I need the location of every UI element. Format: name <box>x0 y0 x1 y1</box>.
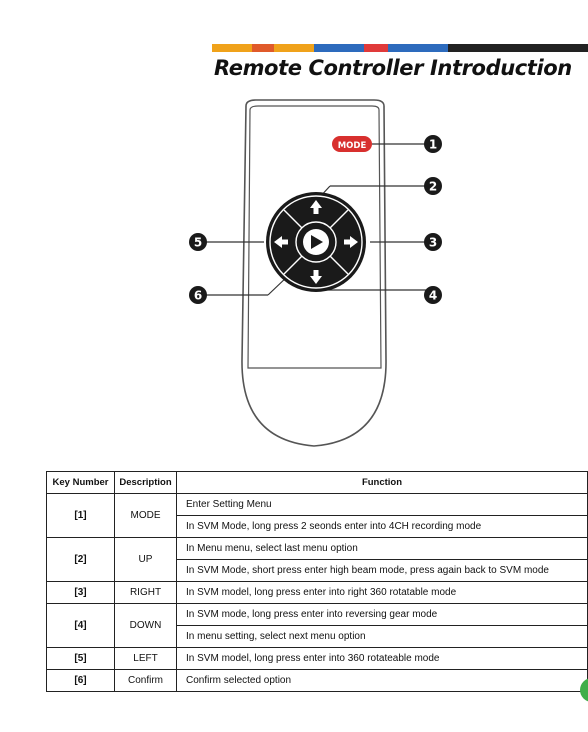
color-bar-segment <box>448 44 588 52</box>
header-description: Description <box>114 471 177 494</box>
key-cell: [6] <box>46 669 115 692</box>
callout-4: 4 <box>424 286 442 304</box>
header-key-number: Key Number <box>46 471 115 494</box>
callout-6-number: 6 <box>194 289 202 303</box>
callout-1-number: 1 <box>429 138 437 152</box>
color-bar-segment <box>388 44 448 52</box>
confirm-play-button[interactable] <box>303 229 329 255</box>
down-arrow-icon[interactable] <box>310 270 322 284</box>
color-bar-segment <box>314 44 364 52</box>
function-cell: Confirm selected option <box>176 669 588 692</box>
callout-2-number: 2 <box>429 180 437 194</box>
mode-button[interactable]: MODE <box>332 136 372 152</box>
table-header-row: Key Number Description Function <box>46 471 588 494</box>
function-cell: In menu setting, select next menu option <box>176 625 588 648</box>
right-arrow-icon[interactable] <box>344 236 358 248</box>
key-cell: [1] <box>46 493 115 538</box>
callout-3: 3 <box>424 233 442 251</box>
table-row: [6] Confirm Confirm selected option <box>46 669 588 692</box>
callout-1: 1 <box>424 135 442 153</box>
callout-5-number: 5 <box>194 236 202 250</box>
function-cell: In SVM model, long press enter into righ… <box>176 581 588 604</box>
function-cell: In Menu menu, select last menu option <box>176 537 588 560</box>
mode-button-label: MODE <box>338 141 367 151</box>
function-cell: In SVM model, long press enter into 360 … <box>176 647 588 670</box>
description-cell: Confirm <box>114 669 177 692</box>
remote-diagram: MODE 1 2 3 4 <box>189 99 442 447</box>
page-title: Remote Controller Introduction <box>214 56 572 80</box>
table-row: [4] DOWN In SVM mode, long press enter i… <box>46 603 588 648</box>
function-cell: In SVM Mode, long press 2 seonds enter i… <box>176 515 588 538</box>
header-color-bar <box>212 44 588 52</box>
table-row: [2] UP In Menu menu, select last menu op… <box>46 537 588 582</box>
left-arrow-icon[interactable] <box>274 236 288 248</box>
color-bar-segment <box>364 44 388 52</box>
color-bar-segment <box>212 44 252 52</box>
description-cell: DOWN <box>114 603 177 648</box>
description-cell: MODE <box>114 493 177 538</box>
callout-4-number: 4 <box>429 289 437 303</box>
description-cell: RIGHT <box>114 581 177 604</box>
callout-5: 5 <box>189 233 207 251</box>
function-cell: Enter Setting Menu <box>176 493 588 516</box>
color-bar-segment <box>252 44 274 52</box>
key-cell: [2] <box>46 537 115 582</box>
callout-6: 6 <box>189 286 207 304</box>
function-cell: In SVM Mode, short press enter high beam… <box>176 559 588 582</box>
play-icon <box>311 235 323 249</box>
function-table: Key Number Description Function [1] MODE… <box>46 471 588 692</box>
header-function: Function <box>176 471 588 494</box>
key-cell: [3] <box>46 581 115 604</box>
description-cell: UP <box>114 537 177 582</box>
key-cell: [4] <box>46 603 115 648</box>
table-row: [3] RIGHT In SVM model, long press enter… <box>46 581 588 604</box>
description-cell: LEFT <box>114 647 177 670</box>
key-cell: [5] <box>46 647 115 670</box>
remote-body-inner <box>247 105 382 369</box>
table-row: [1] MODE Enter Setting Menu <box>46 493 588 538</box>
green-circle-icon <box>580 678 588 702</box>
callout-3-number: 3 <box>429 236 437 250</box>
table-row: [5] LEFT In SVM model, long press enter … <box>46 647 588 670</box>
callout-2: 2 <box>424 177 442 195</box>
color-bar-segment <box>274 44 314 52</box>
function-cell: In SVM mode, long press enter into rever… <box>176 603 588 626</box>
up-arrow-icon[interactable] <box>310 200 322 214</box>
